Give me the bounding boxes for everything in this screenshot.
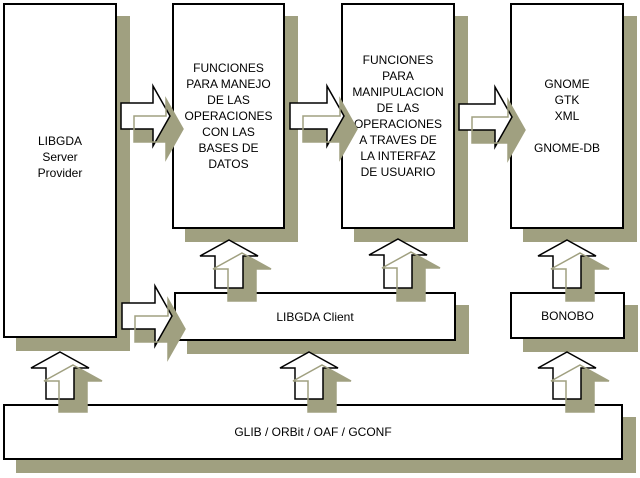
node-label-funciones-manejo: FUNCIONES PARA MANEJO DE LAS OPERACIONES… [184,61,273,171]
node-libgda-client: LIBGDA Client [174,292,456,341]
node-funciones-manipulacion: FUNCIONES PARA MANIPULACION DE LAS OPERA… [341,3,455,229]
node-label-libgda-server-provider: LIBGDA Server Provider [37,133,83,180]
node-gnome-gtk-xml: GNOME GTK XML GNOME-DB [510,3,624,229]
node-glib: GLIB / ORBit / OAF / GCONF [3,404,623,460]
node-bonobo: BONOBO [510,292,625,339]
node-label-gnome-gtk-xml: GNOME GTK XML GNOME-DB [534,77,600,155]
node-label-bonobo: BONOBO [541,308,594,323]
node-libgda-server-provider: LIBGDA Server Provider [3,3,117,338]
arrow-glib-to-libgda-client [279,351,352,413]
arrow-glib-to-bonobo [537,351,610,413]
node-label-libgda-client: LIBGDA Client [276,309,354,324]
arrow-glib-to-libgda-server-provider [30,351,103,413]
node-label-funciones-manipulacion: FUNCIONES PARA MANIPULACION DE LAS OPERA… [352,53,444,179]
node-funciones-manejo: FUNCIONES PARA MANEJO DE LAS OPERACIONES… [172,3,285,229]
node-label-glib: GLIB / ORBit / OAF / GCONF [234,425,392,439]
